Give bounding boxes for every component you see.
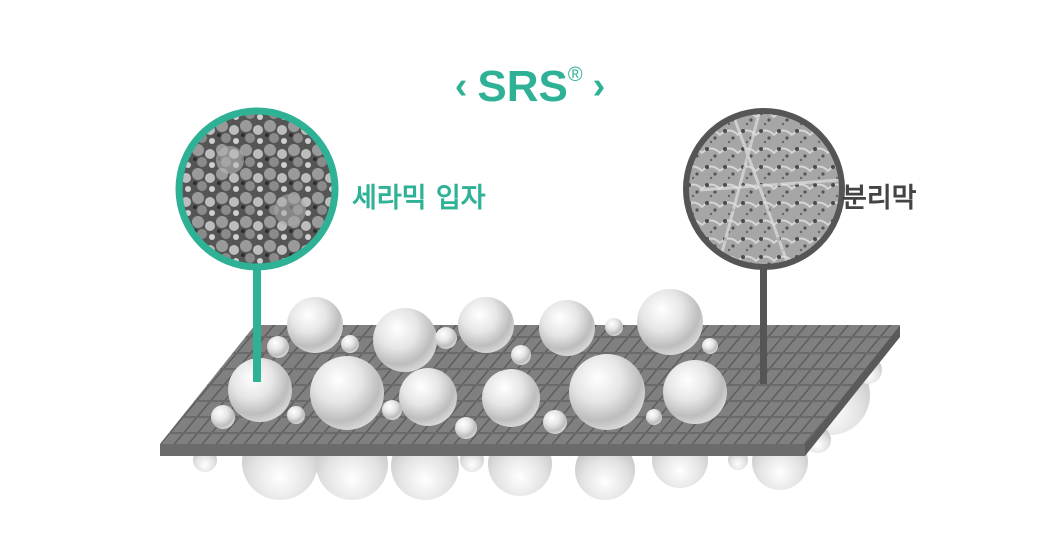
ceramic-micrograph bbox=[175, 107, 339, 271]
chevron-left-icon: ‹ bbox=[454, 65, 468, 107]
separator-micrograph bbox=[683, 108, 845, 270]
ceramic-particles bbox=[211, 289, 727, 439]
chevron-right-icon: › bbox=[592, 65, 606, 107]
separator-label: 분리막 bbox=[842, 183, 917, 214]
registered-mark: ® bbox=[567, 64, 583, 87]
title-text: SRS bbox=[477, 62, 568, 111]
ceramic-particles-label: 세라믹 입자 bbox=[352, 183, 486, 214]
ceramic-callout-line bbox=[253, 262, 261, 382]
diagram-title: ‹SRS® › bbox=[0, 62, 1060, 112]
separator-callout-line bbox=[760, 262, 767, 384]
